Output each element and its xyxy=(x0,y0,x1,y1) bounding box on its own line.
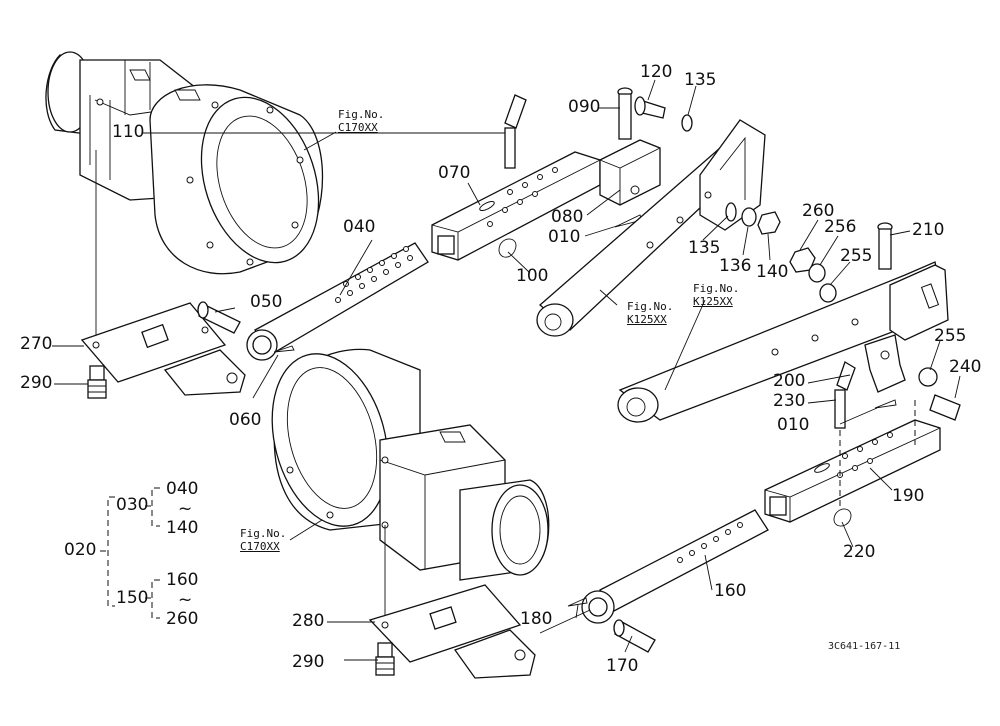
washer-135 xyxy=(725,202,737,222)
nut-140 xyxy=(757,211,781,235)
label-150: 150 xyxy=(116,588,149,608)
fig-code: C170XX xyxy=(338,121,378,134)
fig-code: C170XX xyxy=(240,540,280,553)
fig-code: K125XX xyxy=(693,295,733,308)
washer-136 xyxy=(741,207,757,227)
label-280: 280 xyxy=(292,611,325,631)
range-tilde: ~ xyxy=(178,590,193,610)
label-110: 110 xyxy=(112,122,145,142)
leader-lines xyxy=(52,79,961,661)
label-136: 136 xyxy=(719,256,752,276)
label-270: 270 xyxy=(20,334,53,354)
label-255: 255 xyxy=(934,326,967,346)
label-120: 120 xyxy=(640,62,673,82)
washer-256 xyxy=(808,263,826,283)
label-260-range: 260 xyxy=(166,609,199,629)
mounting-bracket-upper xyxy=(80,302,246,396)
lower-link-upper xyxy=(536,119,766,337)
fig-ref-k125-lower: Fig.No. K125XX xyxy=(693,282,739,308)
snap-pin-220 xyxy=(833,508,852,527)
label-210: 210 xyxy=(912,220,945,240)
split-pin-060 xyxy=(273,345,295,353)
pin-170 xyxy=(613,619,656,653)
adjust-rod-160 xyxy=(581,509,769,624)
label-180: 180 xyxy=(520,609,553,629)
bracket-080 xyxy=(599,139,661,206)
pin-050 xyxy=(197,301,241,334)
pin-090 xyxy=(617,87,633,140)
label-070: 070 xyxy=(438,163,471,183)
washer-255 xyxy=(918,367,938,387)
label-040: 040 xyxy=(343,217,376,237)
label-200: 200 xyxy=(773,371,806,391)
fig-code: K125XX xyxy=(627,313,667,326)
fig-ref-k125-upper: Fig.No. K125XX xyxy=(627,300,673,326)
label-010: 010 xyxy=(777,415,810,435)
label-100: 100 xyxy=(516,266,549,286)
assembly-tree xyxy=(100,487,160,619)
tube-190 xyxy=(764,419,941,523)
label-040-range: 040 xyxy=(166,479,199,499)
label-260: 260 xyxy=(802,201,835,221)
label-010: 010 xyxy=(548,227,581,247)
label-160: 160 xyxy=(714,581,747,601)
label-080: 080 xyxy=(551,207,584,227)
bracket-200 xyxy=(864,334,906,393)
label-140-range: 140 xyxy=(166,518,199,538)
label-256: 256 xyxy=(824,217,857,237)
label-170: 170 xyxy=(606,656,639,676)
range-tilde: ~ xyxy=(178,499,193,519)
label-020: 020 xyxy=(64,540,97,560)
mounting-bracket-lower xyxy=(368,584,536,679)
fig-ref-c170-lower: Fig.No. C170XX xyxy=(240,527,286,553)
adjust-rod-040 xyxy=(246,242,429,361)
fig-ref-c170-upper: Fig.No. C170XX xyxy=(338,108,384,134)
snap-pin-100 xyxy=(498,238,517,258)
label-030: 030 xyxy=(116,495,149,515)
fig-prefix: Fig.No. xyxy=(693,282,740,295)
label-240: 240 xyxy=(949,357,982,377)
label-050: 050 xyxy=(250,292,283,312)
pin-210 xyxy=(877,222,893,270)
label-140: 140 xyxy=(756,262,789,282)
label-060: 060 xyxy=(229,410,262,430)
fig-prefix: Fig.No. xyxy=(240,527,287,540)
bolt-290-upper xyxy=(87,365,107,399)
bolt-120 xyxy=(634,96,666,119)
label-290: 290 xyxy=(292,652,325,672)
label-135: 135 xyxy=(688,238,721,258)
label-190: 190 xyxy=(892,486,925,506)
washer-255-top xyxy=(819,283,837,303)
label-160-range: 160 xyxy=(166,570,199,590)
drawing-code: 3C641-167-11 xyxy=(828,641,901,652)
axle-housing-lower xyxy=(271,348,550,581)
split-pin-010-lower xyxy=(874,399,897,409)
fig-prefix: Fig.No. xyxy=(338,108,385,121)
bolt-240 xyxy=(929,394,961,421)
label-290: 290 xyxy=(20,373,53,393)
lower-link-lower xyxy=(617,261,949,423)
washer-135-top xyxy=(681,114,693,132)
fig-prefix: Fig.No. xyxy=(627,300,674,313)
label-255: 255 xyxy=(840,246,873,266)
label-135: 135 xyxy=(684,70,717,90)
pin-110 xyxy=(504,94,527,169)
bolt-290-lower xyxy=(375,642,395,676)
label-090: 090 xyxy=(568,97,601,117)
axle-housing-upper xyxy=(45,51,324,275)
pin-230 xyxy=(834,361,856,429)
label-230: 230 xyxy=(773,391,806,411)
label-220: 220 xyxy=(843,542,876,562)
split-pin-180 xyxy=(567,597,588,607)
